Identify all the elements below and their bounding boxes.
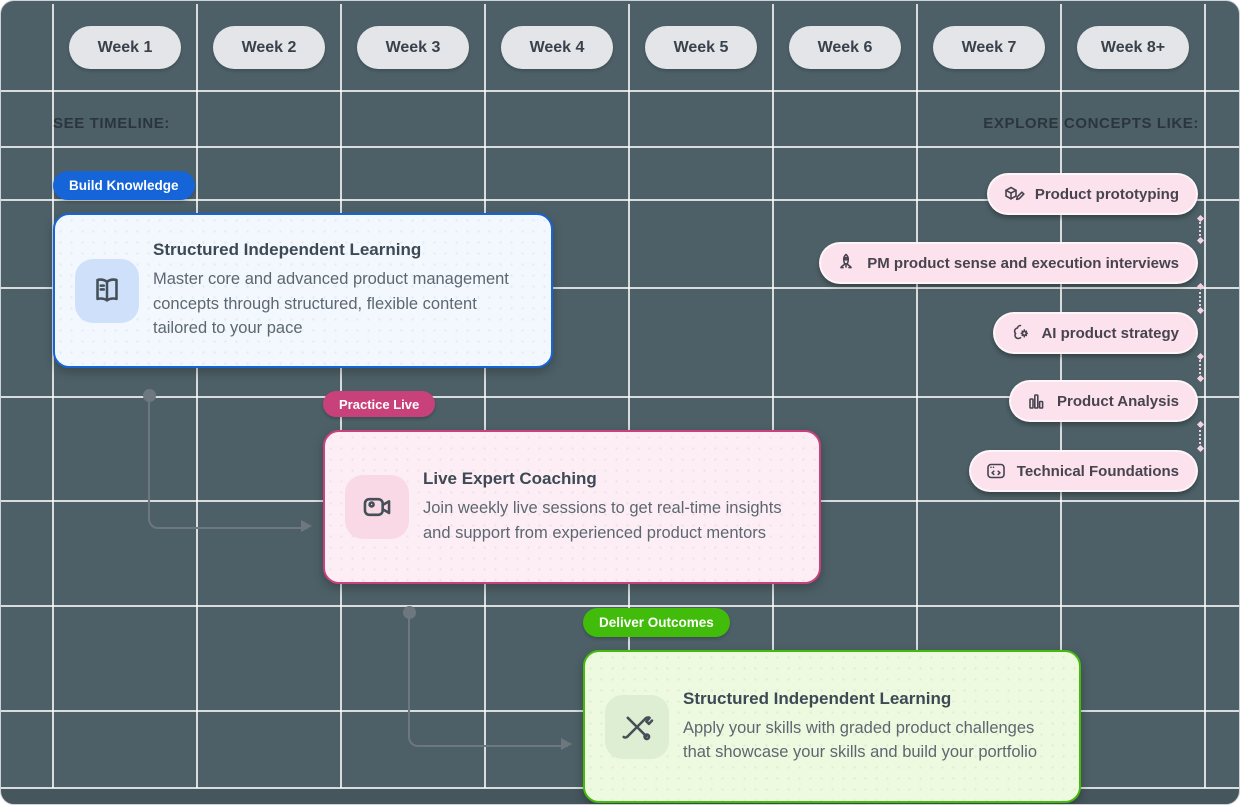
dotted-connector bbox=[1199, 425, 1201, 448]
badge-build-knowledge: Build Knowledge bbox=[53, 171, 195, 200]
open-book-icon bbox=[75, 258, 139, 323]
concept-pill-product-prototyping[interactable]: Product prototyping bbox=[986, 173, 1198, 215]
dotted-connector bbox=[1199, 287, 1201, 310]
connector-elbow-line bbox=[148, 395, 308, 529]
week-pill-7[interactable]: Week 7 bbox=[933, 26, 1045, 69]
connector-elbow-line bbox=[408, 612, 568, 747]
week-pill-6[interactable]: Week 6 bbox=[789, 26, 901, 69]
card-live-expert-coaching: Live Expert Coaching Join weekly live se… bbox=[323, 430, 821, 584]
video-camera-icon bbox=[345, 475, 409, 539]
card-structured-independent-learning: Structured Independent Learning Master c… bbox=[53, 213, 553, 368]
grid-hline bbox=[1, 287, 1239, 289]
concept-pill-product-analysis[interactable]: Product Analysis bbox=[1009, 380, 1198, 422]
dotted-connector bbox=[1199, 219, 1201, 240]
connector-arrowhead bbox=[301, 520, 312, 532]
dotted-connector bbox=[1199, 357, 1201, 378]
explore-concepts-label: EXPLORE CONCEPTS LIKE: bbox=[983, 115, 1199, 132]
grid-hline bbox=[1, 90, 1239, 92]
rocket-launch-icon bbox=[834, 251, 858, 275]
card-description: Join weekly live sessions to get real-ti… bbox=[423, 499, 782, 542]
see-timeline-label: SEE TIMELINE: bbox=[53, 115, 170, 132]
week-pill-2[interactable]: Week 2 bbox=[213, 26, 325, 69]
connector-start-dot bbox=[403, 606, 416, 619]
concept-pill-technical-foundations[interactable]: Technical Foundations bbox=[968, 450, 1198, 492]
connector-arrowhead bbox=[561, 738, 572, 750]
week-pill-3[interactable]: Week 3 bbox=[357, 26, 469, 69]
card-structured-independent-learning-outcomes: Structured Independent Learning Apply yo… bbox=[583, 650, 1081, 803]
concept-pill-label: AI product strategy bbox=[1041, 324, 1179, 342]
grid-hline bbox=[1, 396, 1239, 398]
bar-chart-icon bbox=[1024, 389, 1048, 413]
card-title: Structured Independent Learning bbox=[683, 688, 952, 708]
card-description: Apply your skills with graded product ch… bbox=[683, 718, 1038, 761]
box-pencil-icon bbox=[1002, 182, 1026, 206]
week-pill-4[interactable]: Week 4 bbox=[501, 26, 613, 69]
concept-pill-pm-interviews[interactable]: PM product sense and execution interview… bbox=[819, 242, 1198, 284]
crossed-tools-icon bbox=[605, 694, 669, 759]
grid-hline bbox=[1, 146, 1239, 148]
concept-pill-label: Product prototyping bbox=[1034, 185, 1179, 203]
concept-pill-label: PM product sense and execution interview… bbox=[867, 254, 1179, 272]
card-title: Structured Independent Learning bbox=[153, 240, 422, 260]
week-pill-5[interactable]: Week 5 bbox=[645, 26, 757, 69]
card-title: Live Expert Coaching bbox=[423, 469, 597, 489]
week-pill-1[interactable]: Week 1 bbox=[69, 26, 181, 69]
badge-practice-live: Practice Live bbox=[323, 391, 436, 417]
brain-gear-icon bbox=[1008, 321, 1032, 345]
grid-hline bbox=[1, 199, 1239, 201]
concept-pill-ai-product-strategy[interactable]: AI product strategy bbox=[993, 312, 1198, 354]
week-pill-8[interactable]: Week 8+ bbox=[1077, 26, 1189, 69]
card-description: Master core and advanced product managem… bbox=[153, 270, 509, 338]
connector-start-dot bbox=[143, 389, 156, 402]
concept-pill-label: Technical Foundations bbox=[1016, 462, 1179, 480]
grid-hline bbox=[1, 605, 1239, 607]
badge-deliver-outcomes: Deliver Outcomes bbox=[583, 608, 730, 637]
code-window-icon bbox=[984, 459, 1008, 483]
concept-pill-label: Product Analysis bbox=[1057, 392, 1179, 410]
